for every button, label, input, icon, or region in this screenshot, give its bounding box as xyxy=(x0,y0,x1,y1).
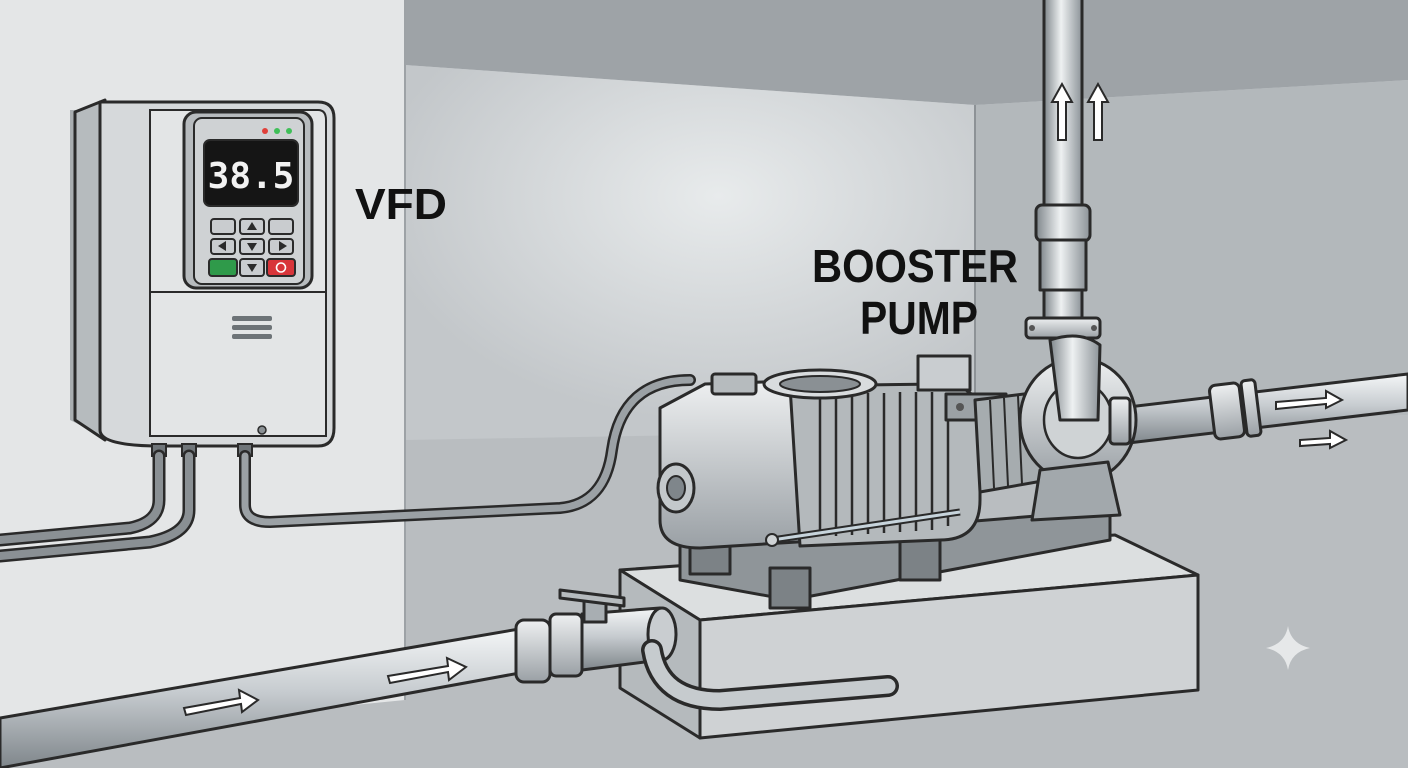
vfd-display-reading: 38.5 xyxy=(208,156,295,197)
arrow-up-icon xyxy=(247,222,257,230)
arrow-down-icon-2 xyxy=(247,264,257,272)
motor-cooling-fins xyxy=(818,392,950,536)
vfd-run-button[interactable] xyxy=(208,258,238,277)
suction-pipe xyxy=(0,588,899,768)
vfd-front-vent xyxy=(232,316,272,339)
sparkle-icon xyxy=(1266,626,1310,670)
vfd-key-enter[interactable] xyxy=(268,218,294,235)
vfd-display xyxy=(203,139,299,207)
led-green-indicator xyxy=(274,128,280,134)
booster-pump-label-line2: PUMP xyxy=(860,292,978,344)
arrow-right-icon xyxy=(279,241,287,251)
terminal-box xyxy=(916,354,972,392)
power-icon xyxy=(275,262,287,273)
flow-right-arrow xyxy=(182,656,468,717)
arrow-left-icon xyxy=(218,241,226,251)
led-green-indicator-2 xyxy=(286,128,292,134)
power-cables xyxy=(0,374,696,563)
flow-right-arrow xyxy=(1275,389,1349,450)
booster-pump xyxy=(656,334,1138,610)
vfd-keypad xyxy=(208,218,296,277)
vfd-key-menu[interactable] xyxy=(210,218,236,235)
arrow-down-icon xyxy=(247,243,257,251)
led-red-indicator xyxy=(262,128,268,134)
vertical-discharge-pipe xyxy=(1024,0,1110,340)
flow-up-arrow xyxy=(1050,81,1110,141)
vfd-label: VFD xyxy=(355,180,447,229)
vfd-drive: 38.5 xyxy=(70,98,336,457)
booster-pump-label-line1: BOOSTER xyxy=(812,240,1018,292)
valve-handle[interactable] xyxy=(558,588,626,608)
vfd-screw xyxy=(257,425,267,435)
ball-valve xyxy=(558,588,626,624)
vfd-stop-button[interactable] xyxy=(266,258,296,277)
